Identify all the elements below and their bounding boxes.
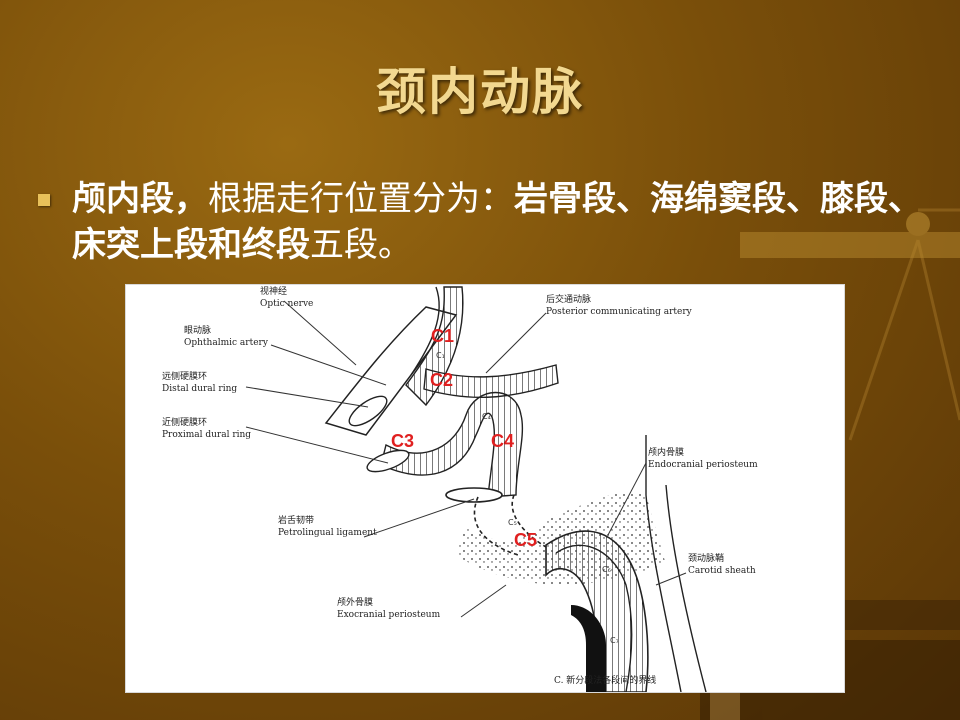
segment-label-c4: C4 [491,431,514,451]
label-petro-en: Petrolingual ligament [278,528,377,538]
bullet-ending: 五段。 [310,225,412,265]
label-carotid-cn: 颈动脉鞘 [688,552,724,564]
bullet-term: 颅内段， [72,179,208,219]
bullet-square-icon [38,194,50,206]
label-distal-cn: 远侧硬膜环 [162,370,207,382]
small-mark-c5: C₅ [508,518,517,527]
bullet-segment-list: 岩骨段、海绵窦段、膝段、床突上段和终段 [72,179,922,265]
label-endo-en: Endocranial periosteum [648,460,758,470]
small-mark-c7: C₇ [610,636,619,645]
label-distal-en: Distal dural ring [162,384,237,394]
label-ophthalmic-en: Ophthalmic artery [184,338,269,348]
label-optic-cn: 视神经 [260,285,287,297]
label-pcomm-en: Posterior communicating artery [546,307,693,317]
label-exo-en: Exocranial periosteum [337,610,441,620]
label-optic-en: Optic nerve [260,299,313,309]
bullet-normal-text: 根据走行位置分为： [208,179,514,219]
label-exo-cn: 颅外骨膜 [337,596,373,608]
label-carotid-en: Carotid sheath [688,566,756,576]
bullet-text: 颅内段，根据走行位置分为：岩骨段、海绵窦段、膝段、床突上段和终段五段。 [72,176,938,268]
slide-title: 颈内动脉 [376,62,584,121]
segment-label-c2: C2 [430,370,453,390]
label-ophthalmic-cn: 眼动脉 [184,324,211,336]
figure-caption: C. 新分段法各段间的界线 [554,674,656,686]
ica-siphon-loop [380,391,524,498]
carotid-diagram: C₁ C₄ C₅ C₆ C₇ 视神经 Optic nerve 眼动脉 Ophth… [162,285,758,692]
small-mark-c6: C₆ [602,565,611,574]
segment-label-c1: C1 [431,326,454,346]
segment-label-c3: C3 [391,431,414,451]
label-endo-cn: 颅内骨膜 [648,446,684,458]
small-mark-c1: C₁ [436,351,445,360]
small-mark-c4: C₄ [482,412,491,421]
label-pcomm-cn: 后交通动脉 [546,293,591,305]
label-proximal-cn: 近侧硬膜环 [162,416,207,428]
label-petro-cn: 岩舌韧带 [278,514,314,526]
bullet-item: 颅内段，根据走行位置分为：岩骨段、海绵窦段、膝段、床突上段和终段五段。 [38,176,938,268]
ica-petrous [545,530,649,692]
anatomy-figure: C₁ C₄ C₅ C₆ C₇ 视神经 Optic nerve 眼动脉 Ophth… [125,284,845,693]
pcomm-artery-shape [423,364,559,399]
segment-label-c5: C5 [514,530,537,550]
label-proximal-en: Proximal dural ring [162,430,251,440]
